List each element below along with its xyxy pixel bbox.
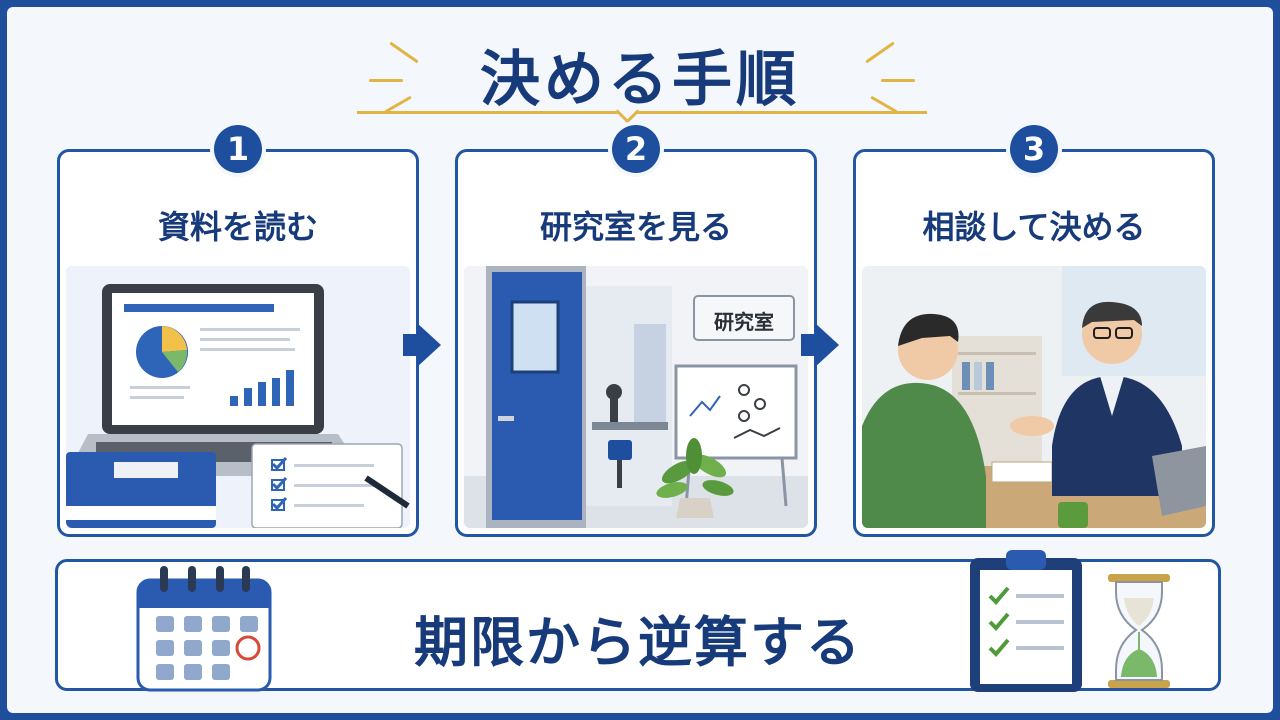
step-card-1: 資料を読む <box>57 149 419 537</box>
deadline-label: 期限から逆算する <box>414 611 862 674</box>
step-number-badge: 3 <box>1010 125 1058 173</box>
arrow-icon <box>801 334 817 356</box>
title-area: 決める手順 <box>7 7 1273 125</box>
page-title: 決める手順 <box>480 45 800 115</box>
step-label: 研究室を見る <box>539 208 732 246</box>
checklist-clipboard-icon <box>970 550 1082 692</box>
step-number-badge: 1 <box>214 125 262 173</box>
infographic-frame: 決める手順 資料を読む <box>7 7 1273 713</box>
step-number-badge: 2 <box>612 125 660 173</box>
title-spark <box>369 79 403 82</box>
consultation-illustration <box>862 266 1206 528</box>
arrow-right-icon <box>417 323 441 367</box>
step-card-3: 相談して決める <box>853 149 1215 537</box>
deadline-panel: 期限から逆算する <box>55 550 1221 692</box>
step-label: 資料を読む <box>157 208 318 246</box>
calendar-icon <box>136 566 272 692</box>
lab-sign-label: 研究室 <box>714 310 774 334</box>
step-label: 相談して決める <box>922 208 1146 246</box>
step-card-2: 研究室を見る <box>455 149 817 537</box>
arrow-icon <box>403 334 419 356</box>
title-spark <box>881 79 915 82</box>
arrow-right-icon <box>815 323 839 367</box>
title-underline <box>357 111 927 114</box>
laptop-documents-illustration <box>66 266 410 528</box>
laboratory-door-illustration: 研究室 <box>464 266 808 528</box>
hourglass-icon <box>1108 574 1170 688</box>
